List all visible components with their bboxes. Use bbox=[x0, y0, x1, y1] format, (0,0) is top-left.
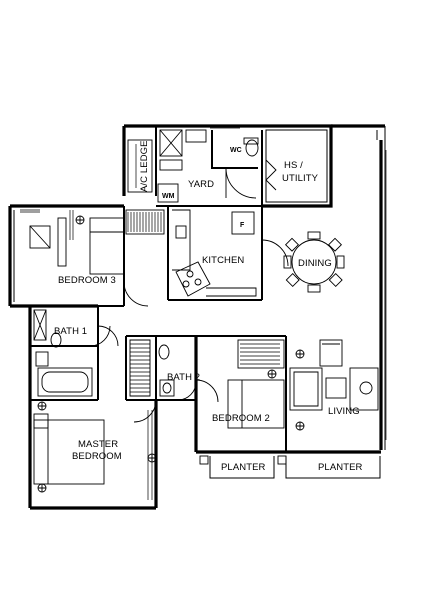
exterior-walls bbox=[8, 124, 386, 510]
bedroom3-furniture bbox=[29, 210, 149, 307]
dining-label: DINING bbox=[298, 258, 332, 269]
kitchen-fixtures bbox=[125, 209, 289, 297]
wc-label: WC bbox=[230, 147, 242, 154]
yard-label: YARD bbox=[188, 179, 214, 190]
master-bedroom-furniture bbox=[33, 399, 157, 500]
bath1-fixtures bbox=[33, 309, 119, 397]
room-labels: A/C LEDGE YARD WC WM HS / UTILITY F KITC… bbox=[54, 140, 363, 473]
kitchen-cabinet-hatch bbox=[125, 209, 165, 235]
wm-label: WM bbox=[162, 193, 175, 200]
bath1-label: BATH 1 bbox=[54, 326, 87, 337]
bath2-fixtures bbox=[158, 344, 197, 401]
ac-ledge-label: A/C LEDGE bbox=[139, 140, 150, 192]
living-furniture bbox=[289, 339, 379, 431]
fridge-label: F bbox=[240, 222, 245, 229]
kitchen-label: KITCHEN bbox=[202, 255, 244, 266]
dining-set bbox=[283, 231, 345, 293]
planter-right-label: PLANTER bbox=[318, 462, 363, 473]
master-bedroom-label-2: BEDROOM bbox=[72, 451, 122, 462]
hs-utility-label-1: HS / bbox=[284, 160, 303, 171]
corridor-store bbox=[129, 339, 151, 397]
planter-left-label: PLANTER bbox=[221, 462, 266, 473]
bedroom2-furniture bbox=[195, 339, 285, 429]
bedroom2-label: BEDROOM 2 bbox=[212, 413, 270, 424]
bedroom3-label: BEDROOM 3 bbox=[58, 275, 116, 286]
bath2-label: BATH 2 bbox=[167, 372, 200, 383]
living-label: LIVING bbox=[328, 406, 360, 417]
window-details bbox=[20, 125, 387, 465]
master-bedroom-label-1: MASTER bbox=[78, 439, 118, 450]
hs-utility-label-2: UTILITY bbox=[282, 173, 319, 184]
ac-ledge-area bbox=[127, 139, 153, 193]
yard-fixtures bbox=[157, 129, 277, 235]
